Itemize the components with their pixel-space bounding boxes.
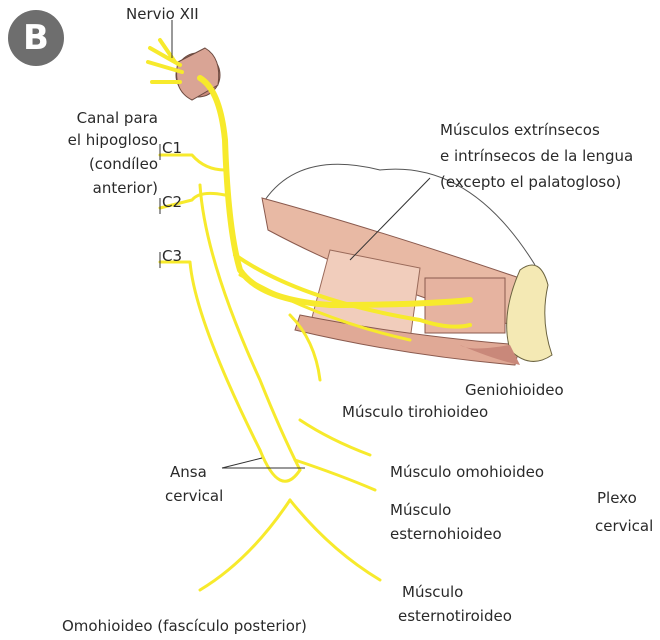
nerve-sternothyroid [290,500,380,580]
label-c1: C1 [162,138,182,158]
panel-badge: B [8,10,64,66]
label-ansa-2: cervical [165,486,223,506]
label-c3: C3 [162,246,182,266]
label-c2: C2 [162,192,182,212]
label-musculos-1: Músculos extrínsecos [440,120,600,140]
label-canal-2: el hipogloso [30,130,158,150]
nerve-omohyoid-posterior [200,500,290,590]
label-nervio-xii: Nervio XII [126,4,199,24]
nerve-c3 [160,262,260,450]
label-esternohioideo-2: esternohioideo [390,524,502,544]
leader-ansa-1 [222,458,262,468]
label-canal-1: Canal para [30,108,158,128]
label-esternotiroideo-2: esternotiroideo [398,606,512,626]
label-plexo-1: Plexo [597,488,637,508]
label-musculos-2: e intrínsecos de la lengua [440,146,633,166]
label-omohioideo: Músculo omohioideo [390,462,544,482]
label-musculos-3: (excepto el palatogloso) [440,172,621,192]
label-geniohioideo: Geniohioideo [465,380,564,400]
label-esternohioideo-1: Músculo [390,500,451,520]
label-canal-3: (condíleo [30,154,158,174]
label-tirohioideo: Músculo tirohioideo [342,402,488,422]
label-esternotiroideo-1: Músculo [402,582,463,602]
label-omohioideo-posterior: Omohioideo (fascículo posterior) [62,616,307,636]
nerve-omohyoid [300,420,370,455]
nerve-sternohyoid [295,460,375,490]
label-plexo-2: cervical [595,516,653,536]
label-ansa-1: Ansa [170,462,207,482]
label-canal-4: anterior) [30,178,158,198]
